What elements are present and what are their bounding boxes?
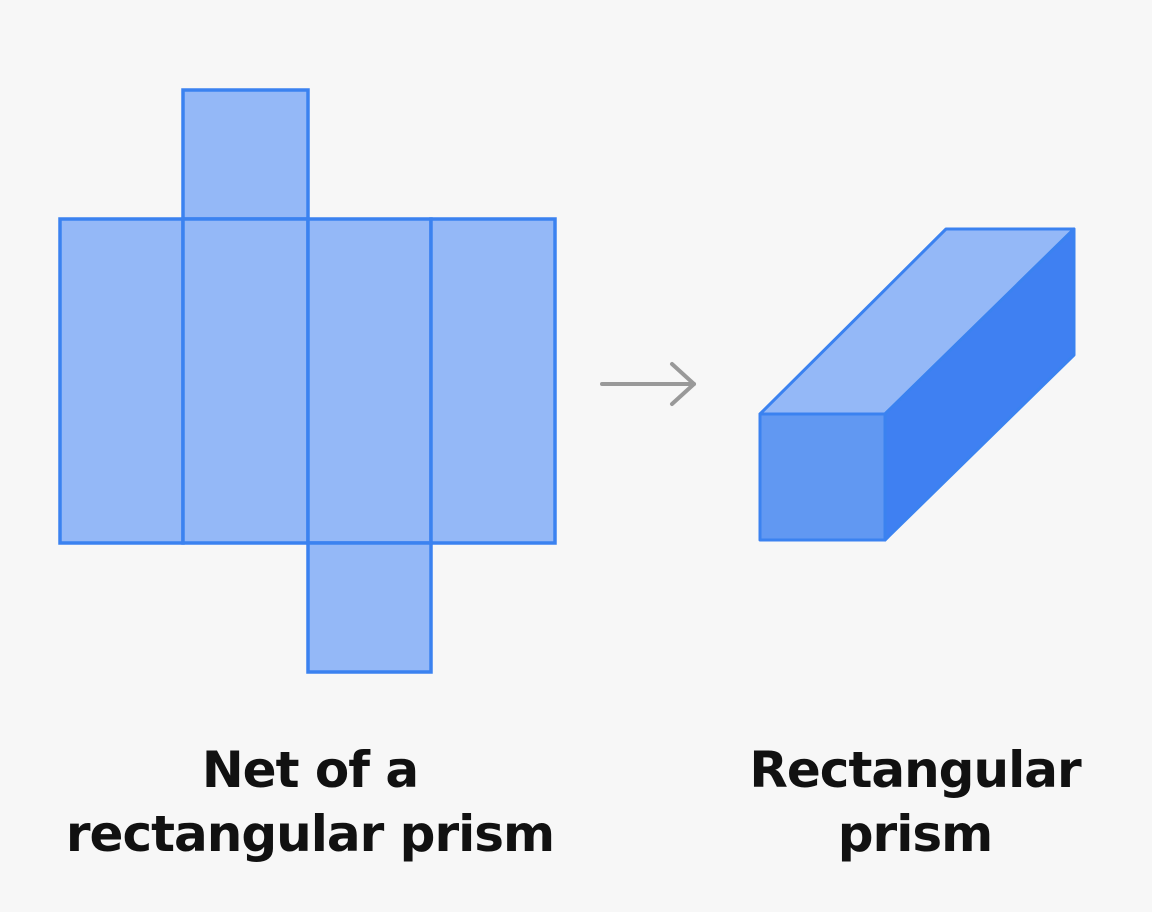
prism-front-face [758,412,887,542]
net-face-front [181,217,310,545]
net-caption-line-1: Net of a [201,741,419,799]
net-face-side-left [58,217,185,545]
prism-caption-line-1: Rectangular [749,741,1081,799]
rectangular-prism-3d [758,227,1076,542]
net-caption-line-2: rectangular prism [65,805,555,863]
prism-caption: Rectangular prism [690,738,1140,866]
net-caption: Net of a rectangular prism [20,738,600,866]
prism-net [58,88,557,674]
prism-caption-line-2: prism [837,805,993,863]
net-face-side-right [306,217,433,545]
net-face-back [429,217,557,545]
right-arrow-icon [600,362,696,406]
net-face-top-flap [181,88,310,221]
net-face-bottom-flap [306,541,433,674]
